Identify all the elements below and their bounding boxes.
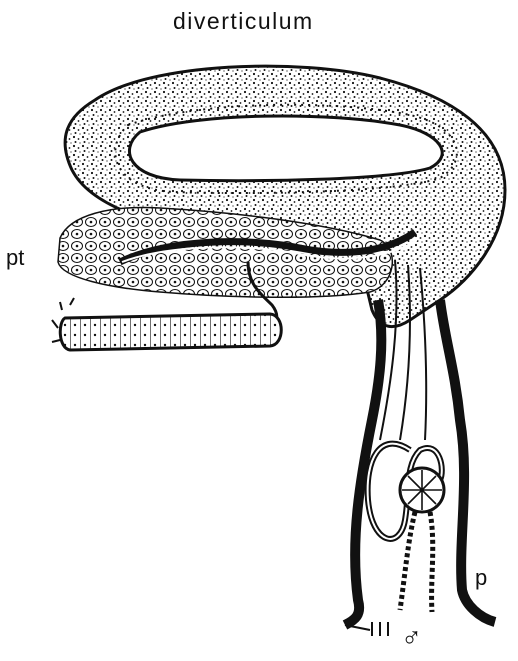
label-p: p — [475, 567, 487, 589]
columnar-tube — [60, 314, 281, 350]
left-wall — [345, 300, 381, 625]
male-symbol-label: ♂ — [401, 624, 422, 652]
label-pt: pt — [6, 247, 24, 269]
diverticulum-lumen — [129, 116, 442, 181]
